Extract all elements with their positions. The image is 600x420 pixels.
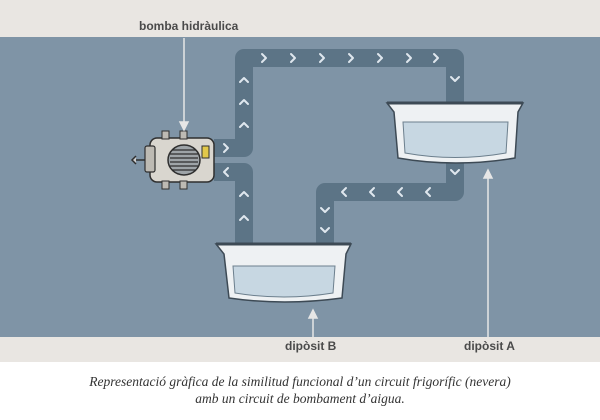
caption-line-1: Representació gràfica de la similitud fu… xyxy=(89,374,511,389)
flow-arrow-icon xyxy=(290,53,296,63)
flow-arrow-icon xyxy=(406,53,412,63)
flow-arrow-icon xyxy=(239,191,249,197)
pointer-arrowhead xyxy=(178,121,190,132)
caption-line-2: amb un circuit de bombament d’aigua. xyxy=(195,391,405,406)
pipe-tank-a-to-tank-b xyxy=(316,162,464,244)
pointer-lines xyxy=(178,38,494,337)
flow-arrow-icon xyxy=(320,207,330,213)
flow-arrow-icon xyxy=(239,215,249,221)
flow-arrow-icon xyxy=(319,53,325,63)
flow-arrow-icon xyxy=(223,143,229,153)
tank-b-label: dipòsit B xyxy=(285,339,337,353)
flow-arrow-icon xyxy=(377,53,383,63)
flow-arrows xyxy=(223,53,460,233)
tank-a-water xyxy=(402,121,509,158)
pipe-pump-to-tank-a xyxy=(214,49,464,157)
flow-arrow-icon xyxy=(348,53,354,63)
tank-b xyxy=(214,242,353,303)
flow-arrow-icon xyxy=(433,53,439,63)
tank-a xyxy=(385,101,525,164)
flow-arrow-icon xyxy=(223,167,229,177)
flow-arrow-icon xyxy=(369,187,375,197)
pipe-tank-b-to-pump xyxy=(214,163,253,244)
tank-b-water xyxy=(232,265,336,298)
flow-arrow-icon xyxy=(261,53,267,63)
flow-arrow-icon xyxy=(450,169,460,175)
flow-arrow-icon xyxy=(397,187,403,197)
flow-arrow-icon xyxy=(320,227,330,233)
flow-arrow-icon xyxy=(239,77,249,83)
circuit-diagram xyxy=(130,38,525,337)
hydraulic-pump-icon xyxy=(130,130,215,190)
flow-arrow-icon xyxy=(425,187,431,197)
figure-caption: Representació gràfica de la similitud fu… xyxy=(0,373,600,407)
flow-arrow-icon xyxy=(239,99,249,105)
tank-a-label: dipòsit A xyxy=(464,339,515,353)
flow-arrow-icon xyxy=(239,122,249,128)
pointer-arrowhead xyxy=(307,308,319,319)
flow-arrow-icon xyxy=(341,187,347,197)
flow-arrow-icon xyxy=(450,76,460,82)
top-band xyxy=(0,0,600,37)
pump-label: bomba hidràulica xyxy=(139,19,239,33)
pointer-arrowhead xyxy=(482,168,494,179)
bottom-band xyxy=(0,337,600,362)
